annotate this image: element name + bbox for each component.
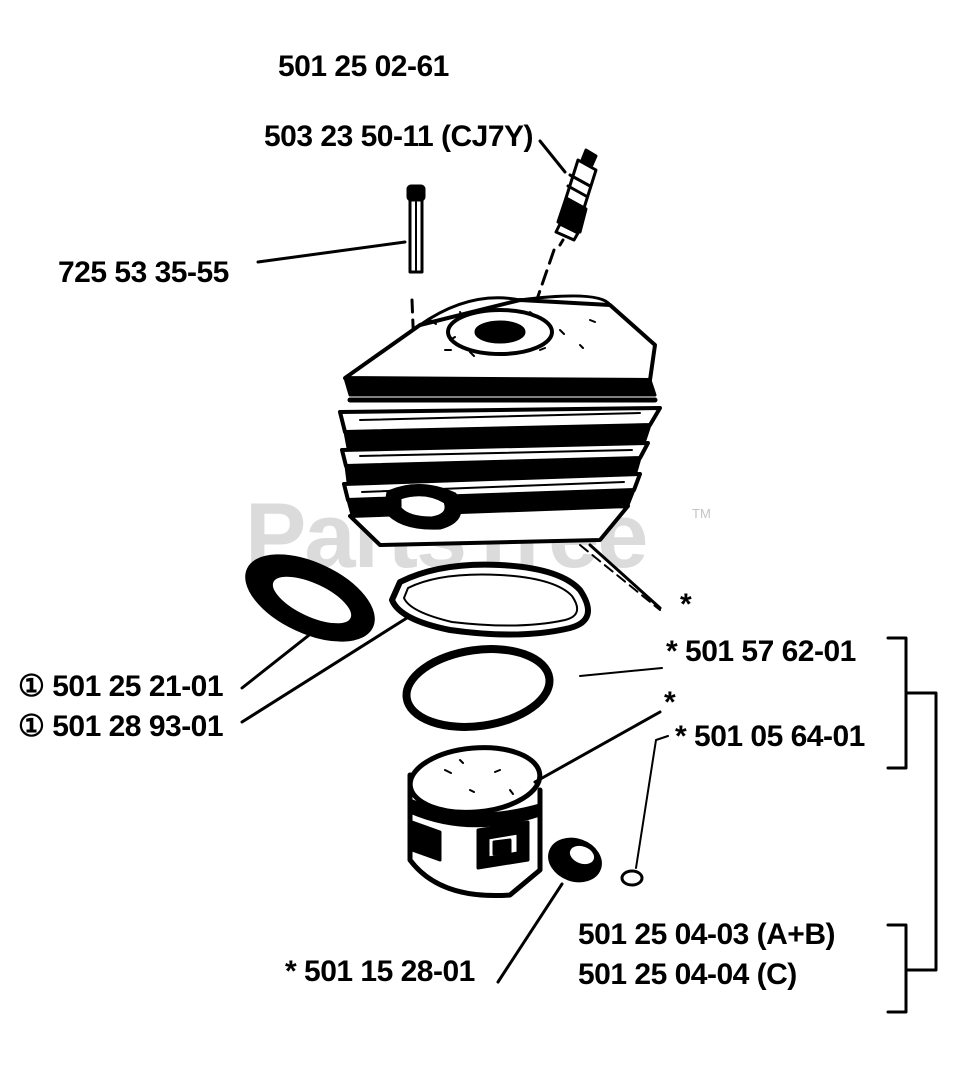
leader-bolt [256, 240, 407, 264]
piston-kit-marker: * [664, 686, 676, 719]
leader-gasket-1 [240, 626, 320, 690]
trademark-mark: TM [692, 506, 711, 521]
piston-pin-part-number: * 501 15 28-01 [285, 955, 475, 988]
intake-gasket-part [245, 554, 375, 642]
gasket-1-part-number: ① 501 25 21-01 [18, 670, 224, 703]
assembly-part-number: 501 25 02-61 [278, 50, 449, 83]
circlip-part [620, 869, 644, 887]
gasket-2-part-number: ① 501 28 93-01 [18, 710, 224, 743]
cylinder-part [338, 294, 662, 611]
kit-c-part-number: 501 25 04-04 (C) [578, 958, 797, 991]
base-gasket-part [389, 561, 591, 638]
leader-spark-plug [538, 139, 567, 174]
spark-plug-part-number: 503 23 50-11 (CJ7Y) [264, 120, 534, 153]
spark-plug-axis [533, 248, 556, 307]
cylinder-kit-marker: * [680, 588, 692, 621]
bolt-part [406, 184, 426, 274]
bolt-part-number: 725 53 35-55 [58, 256, 229, 289]
piston-ring-part [402, 645, 554, 731]
piston-part [407, 745, 543, 899]
leader-piston [533, 710, 662, 784]
leader-cylinder [588, 543, 662, 610]
circlip-part-number: * 501 05 64-01 [675, 720, 865, 753]
leader-gasket-2 [240, 614, 412, 724]
piston-pin-part [548, 837, 602, 883]
leader-circlip [635, 735, 669, 869]
piston-ring-part-number: * 501 57 62-01 [666, 635, 856, 668]
leader-piston-pin [496, 882, 564, 984]
kit-ab-part-number: 501 25 04-03 (A+B) [578, 918, 836, 951]
leader-ring [579, 667, 663, 677]
spark-plug-part [554, 148, 598, 247]
kit-brackets [886, 636, 938, 1014]
